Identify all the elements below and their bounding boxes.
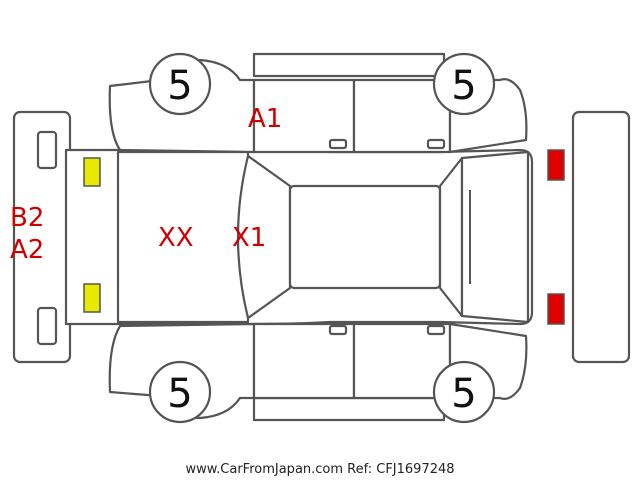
wheel-grade: 5	[167, 63, 192, 109]
mark-front-bumper-b2: B2	[10, 203, 44, 233]
wheel-grade: 5	[451, 63, 476, 109]
headlight-top	[83, 157, 101, 187]
windshield	[236, 154, 292, 320]
mark-front-bumper-a2: A2	[10, 235, 44, 265]
wheel-front-right: 5	[148, 360, 212, 424]
taillight-top	[547, 149, 565, 181]
headlight-bottom	[83, 283, 101, 313]
roof-panel	[288, 184, 442, 290]
rear-window	[438, 156, 464, 318]
mark-roof-a1: A1	[248, 104, 282, 134]
wheel-front-left: 5	[148, 52, 212, 116]
rear-bumper	[571, 110, 631, 364]
reference-footer: www.CarFromJapan.com Ref: CFJ1697248	[185, 462, 454, 477]
mark-windshield-x1: X1	[232, 223, 266, 253]
wheel-grade: 5	[167, 371, 192, 417]
trunk-panel	[460, 150, 530, 324]
wheel-rear-right: 5	[432, 360, 496, 424]
wheel-grade: 5	[451, 371, 476, 417]
vehicle-body	[64, 148, 534, 326]
mark-hood-xx: XX	[158, 223, 194, 253]
taillight-bottom	[547, 293, 565, 325]
wheel-rear-left: 5	[432, 52, 496, 116]
